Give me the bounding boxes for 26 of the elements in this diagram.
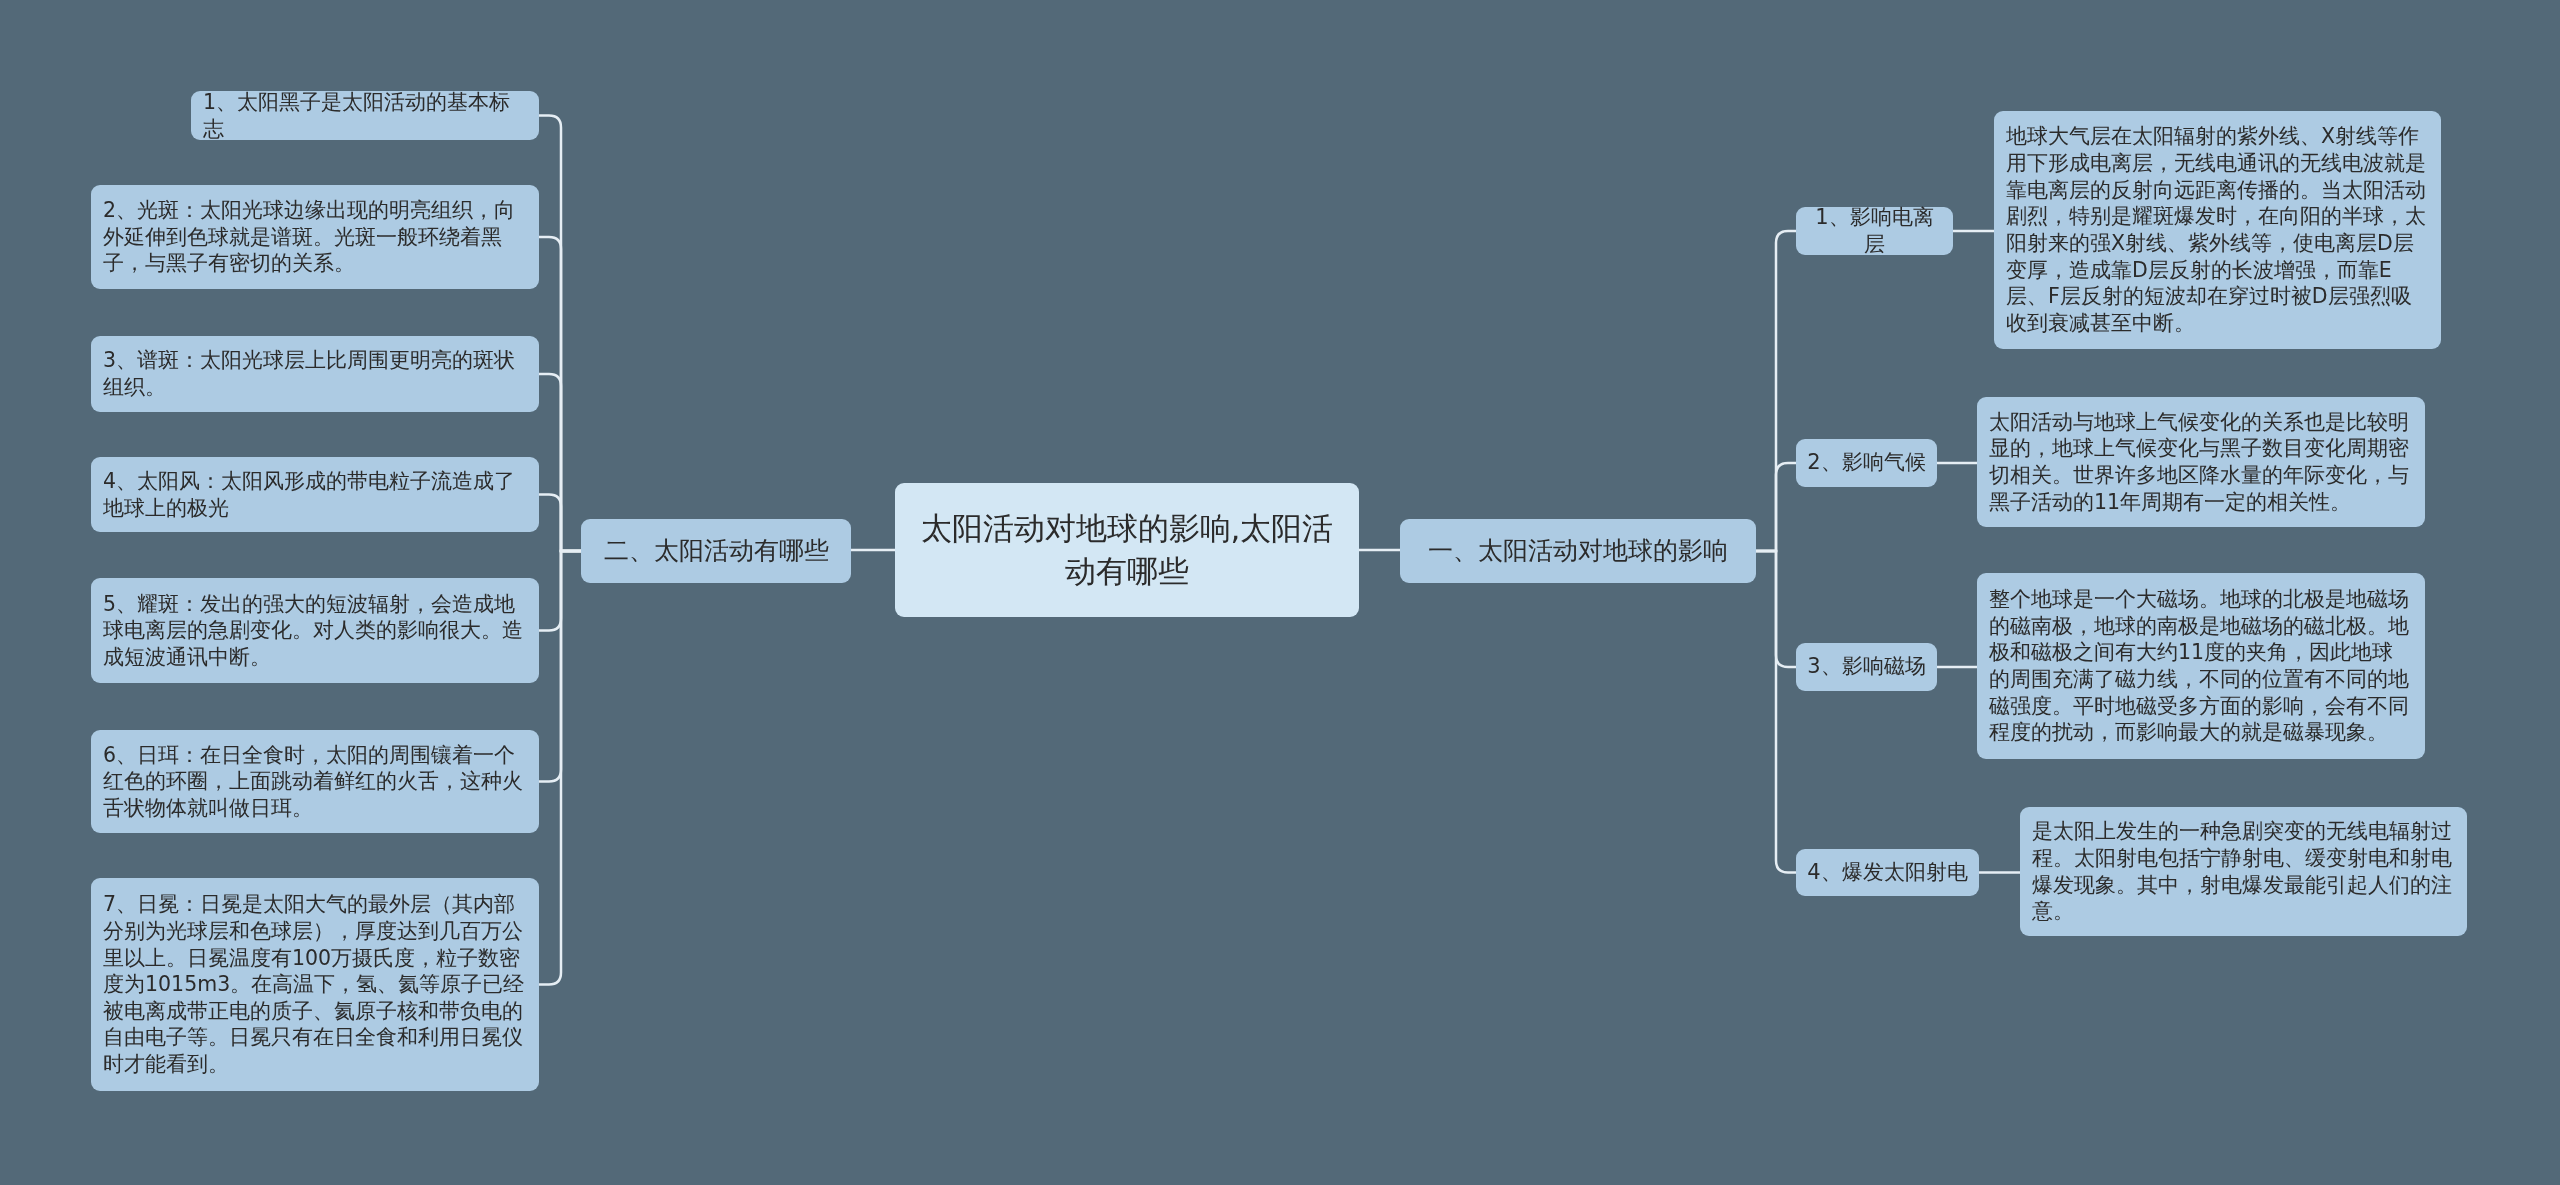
text-box: 6、日珥：在日全食时，太阳的周围镶着一个红色的环圈，上面跳动着鲜红的火舌，这种火舌状物体就叫做日珥。 <box>91 730 539 833</box>
subtopic-box: 4、爆发太阳射电 <box>1796 849 1979 896</box>
connector-line <box>1979 871 2020 874</box>
text-box: 是太阳上发生的一种急剧突变的无线电辐射过程。太阳射电包括宁静射电、缓变射电和射电爆发现象。其中，射电爆发最能引起人们的注意。 <box>2020 807 2467 936</box>
text-box: 3、谱斑：太阳光球层上比周围更明亮的斑状组织。 <box>91 336 539 412</box>
connector-line <box>1756 549 1796 874</box>
text-box: 整个地球是一个大磁场。地球的北极是地磁场的磁南极，地球的南极是地磁场的磁北极。地极和磁极之间有大约11度的夹角，因此地球的周围充满了磁力线，不同的位置有不同的地磁强度。平时地磁受多方面的影响，会有不同程度的扰动，而影响最大的就是磁暴现象。 <box>1977 573 2425 759</box>
text-box: 地球大气层在太阳辐射的紫外线、X射线等作用下形成电离层，无线电通讯的无线电波就是靠电离层的反射向远距离传播的。当太阳活动剧烈，特别是耀斑爆发时，在向阳的半球，太阳射来的强X射线、紫外线等，使电离层D层变厚，造成靠D层反射的长波增强，而靠E层、F层反射的短波却在穿过时被D层强烈吸收到衰减甚至中断。 <box>1994 111 2441 349</box>
central-topic-box: 太阳活动对地球的影响,太阳活动有哪些 <box>895 483 1359 617</box>
branch-box: 一、太阳活动对地球的影响 <box>1400 519 1756 583</box>
text-box: 7、日冕：日冕是太阳大气的最外层（其内部分别为光球层和色球层），厚度达到几百万公里以上。日冕温度有100万摄氏度，粒子数密度为1015m3。在高温下，氢、氦等原子已经被电离成带正电的质子、氦原子核和带负电的自由电子等。日冕只有在日全食和利用日冕仪时才能看到。 <box>91 878 539 1091</box>
text-box: 1、太阳黑子是太阳活动的基本标志 <box>191 91 539 140</box>
subtopic-box: 3、影响磁场 <box>1796 643 1937 691</box>
connector-line <box>851 548 895 552</box>
connector-line <box>539 549 581 986</box>
text-box: 5、耀斑：发出的强大的短波辐射，会造成地球电离层的急剧变化。对人类的影响很大。造成短波通讯中断。 <box>91 578 539 683</box>
connector-line <box>1953 229 1994 233</box>
connector-line <box>1937 665 1977 669</box>
subtopic-box: 1、影响电离层 <box>1796 207 1953 255</box>
subtopic-box: 2、影响气候 <box>1796 439 1937 487</box>
text-box: 太阳活动与地球上气候变化的关系也是比较明显的，地球上气候变化与黑子数目变化周期密切相关。世界许多地区降水量的年际变化，与黑子活动的11年周期有一定的相关性。 <box>1977 397 2425 527</box>
connector-line <box>1359 548 1400 552</box>
text-box: 2、光斑：太阳光球边缘出现的明亮组织，向外延伸到色球就是谱斑。光斑一般环绕着黑子，与黑子有密切的关系。 <box>91 185 539 289</box>
branch-box: 二、太阳活动有哪些 <box>581 519 851 583</box>
text-box: 4、太阳风：太阳风形成的带电粒子流造成了地球上的极光 <box>91 457 539 532</box>
connector-line <box>1937 461 1977 465</box>
